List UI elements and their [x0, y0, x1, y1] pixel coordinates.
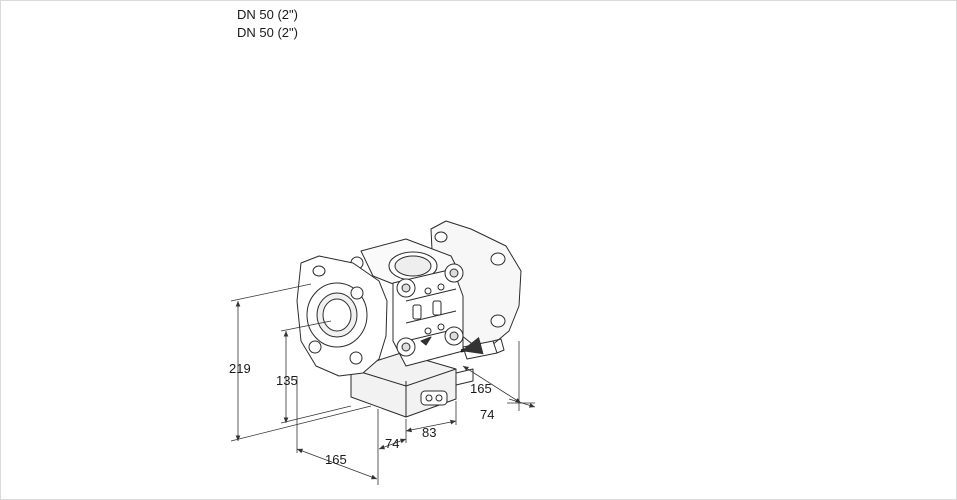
dim-219: 219	[229, 361, 251, 376]
dim-83: 83	[422, 425, 436, 440]
size-label-2: DN 50 (2")	[237, 25, 298, 40]
flow-arrow	[460, 336, 484, 355]
size-label-1: DN 50 (2")	[237, 7, 298, 22]
dim-165-side: 165	[470, 381, 492, 396]
dim-165-base: 165	[325, 452, 347, 467]
header: DN 50 (2") DN 50 (2")	[237, 6, 298, 42]
dim-74-side: 74	[480, 407, 494, 422]
valve-body	[296, 220, 522, 418]
dim-135: 135	[276, 373, 298, 388]
dimension-lines	[230, 283, 536, 485]
dim-74-front: 74	[385, 436, 399, 451]
